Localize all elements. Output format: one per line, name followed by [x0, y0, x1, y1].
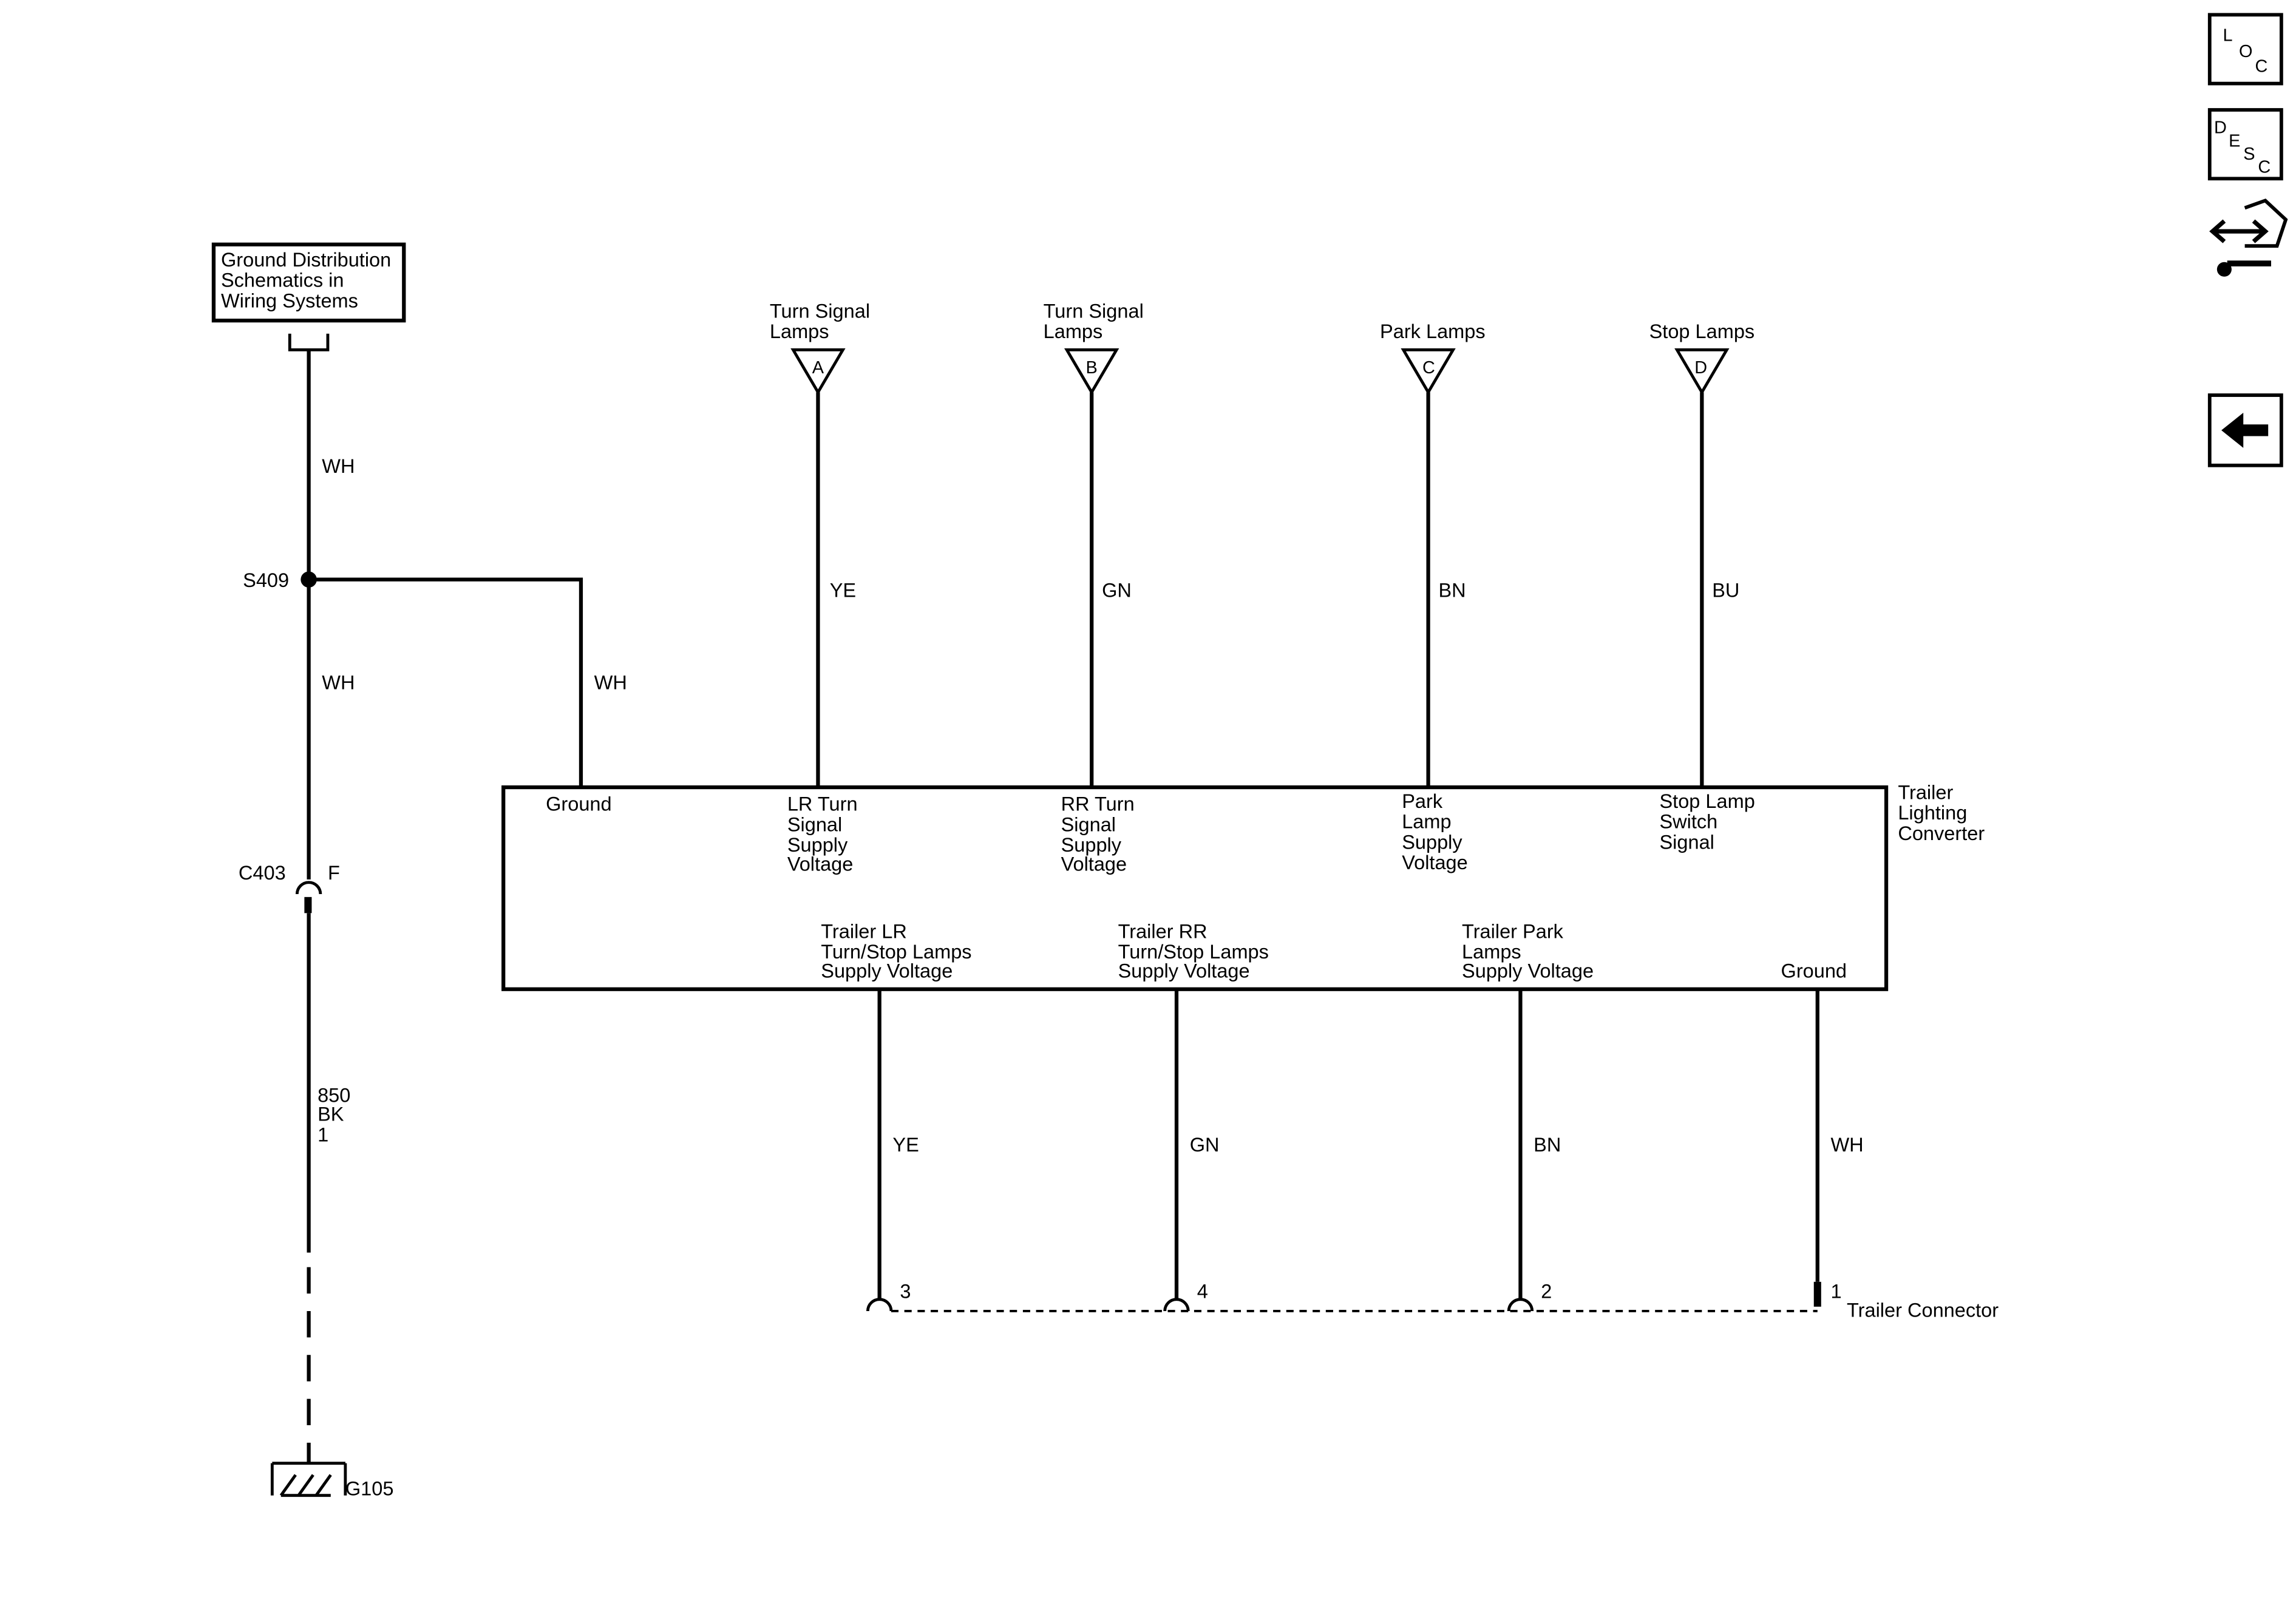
input-b-title-2: Lamps: [1044, 320, 1103, 342]
wire-color-out-2: BN: [1533, 1134, 1561, 1156]
wire-spec-line-2: BK: [318, 1103, 344, 1125]
input-d-title-1: Stop Lamps: [1649, 320, 1755, 342]
converter-pin-rr-2: Signal: [1061, 813, 1116, 835]
input-b-title-1: Turn Signal: [1044, 300, 1144, 322]
desc-letter-c: C: [2258, 158, 2271, 177]
converter-pin-park-3: Supply: [1402, 831, 1462, 853]
converter-pin-park-2: Lamp: [1402, 811, 1451, 833]
converter-out-lr-1: Trailer LR: [821, 920, 907, 942]
converter-pin-lr-2: Signal: [787, 813, 842, 835]
input-a-title-1: Turn Signal: [770, 300, 870, 322]
loc-letter-o: O: [2239, 42, 2252, 61]
connector-tool-icon[interactable]: [2209, 198, 2288, 277]
back-arrow-icon[interactable]: [2207, 393, 2283, 467]
input-d-letter: D: [1694, 358, 1707, 378]
loc-button[interactable]: L O C: [2207, 13, 2283, 86]
trailer-conn-pin-4: 4: [1197, 1280, 1208, 1302]
loc-letter-l: L: [2223, 26, 2232, 46]
trailer-conn-pin-2-arc: [1507, 1298, 1534, 1312]
converter-name-1: Trailer: [1898, 781, 1953, 803]
desc-letter-s: S: [2243, 144, 2255, 164]
wire-color-ground-lower: WH: [322, 672, 355, 694]
converter-out-rr-1: Trailer RR: [1118, 920, 1207, 942]
wire-spec-line-1: 850: [318, 1084, 350, 1106]
wire-color-out-1: WH: [1830, 1134, 1863, 1156]
ground-distribution-ref-box[interactable]: [211, 242, 406, 323]
converter-name-3: Converter: [1898, 822, 1985, 844]
converter-out-park-3: Supply Voltage: [1462, 960, 1594, 981]
trailer-conn-pin-3: 3: [900, 1280, 911, 1302]
c403-male-pin: [304, 897, 312, 914]
trailer-conn-pin-3-arc: [866, 1298, 893, 1312]
c403-pin: F: [328, 862, 340, 884]
converter-pin-stop-1: Stop Lamp: [1659, 790, 1754, 812]
desc-letter-d: D: [2214, 118, 2227, 138]
converter-pin-rr-4: Voltage: [1061, 853, 1127, 875]
converter-pin-rr-1: RR Turn: [1061, 793, 1135, 815]
converter-out-rr-2: Turn/Stop Lamps: [1118, 941, 1269, 963]
loc-letter-c: C: [2255, 56, 2268, 76]
input-b-letter: B: [1086, 358, 1098, 378]
converter-pin-park-1: Park: [1402, 790, 1443, 812]
desc-button[interactable]: D E S C: [2207, 108, 2283, 181]
converter-out-lr-3: Supply Voltage: [821, 960, 953, 981]
wire-color-input-a: YE: [830, 580, 856, 602]
input-c-title-1: Park Lamps: [1380, 320, 1486, 342]
wire-color-ground-upper: WH: [322, 455, 355, 477]
wire-color-out-4: GN: [1190, 1134, 1220, 1156]
ground-ref-line-1: Ground Distribution: [221, 249, 391, 271]
c403-female-arc: [295, 881, 322, 895]
input-c-terminal-icon: [1401, 348, 1456, 395]
trailer-conn-pin-2: 2: [1541, 1280, 1552, 1302]
converter-pin-stop-2: Switch: [1659, 811, 1717, 833]
converter-name-2: Lighting: [1898, 802, 1967, 824]
converter-out-lr-2: Turn/Stop Lamps: [821, 941, 971, 963]
c403-label: C403: [239, 862, 286, 884]
converter-out-park-1: Trailer Park: [1462, 920, 1564, 942]
input-b-terminal-icon: [1064, 348, 1119, 395]
input-a-title-2: Lamps: [770, 320, 829, 342]
input-d-terminal-icon: [1674, 348, 1730, 395]
converter-pin-stop-3: Signal: [1659, 831, 1714, 853]
converter-out-park-2: Lamps: [1462, 941, 1521, 963]
ground-symbol-g105: [270, 1462, 347, 1497]
trailer-conn-pin-1: 1: [1830, 1280, 1841, 1302]
wire-color-input-c: BN: [1438, 580, 1466, 602]
branch-wire: [308, 577, 583, 788]
ground-g105-label: G105: [345, 1478, 394, 1500]
input-c-letter: C: [1422, 358, 1435, 378]
wire-color-out-3: YE: [892, 1134, 919, 1156]
input-a-letter: A: [812, 358, 824, 378]
converter-pin-lr-3: Supply: [787, 834, 848, 856]
ground-ref-line-2: Schematics in: [221, 270, 344, 291]
converter-box: [501, 785, 1889, 991]
wire-spec-line-3: 1: [318, 1124, 328, 1145]
converter-pin-ground-top: Ground: [546, 793, 612, 815]
wire-color-input-b: GN: [1102, 580, 1132, 602]
converter-pin-lr-1: LR Turn: [787, 793, 858, 815]
wire-color-input-d: BU: [1712, 580, 1739, 602]
input-a-terminal-icon: [790, 348, 846, 395]
converter-pin-lr-4: Voltage: [787, 853, 854, 875]
desc-letter-e: E: [2229, 131, 2240, 151]
ground-ref-bracket: [288, 333, 330, 351]
trailer-conn-pin-4-arc: [1163, 1298, 1190, 1312]
trailer-connector-label: Trailer Connector: [1847, 1300, 1999, 1321]
converter-pin-park-4: Voltage: [1402, 852, 1468, 873]
converter-out-ground: Ground: [1781, 960, 1847, 981]
trailer-conn-pin-1-male: [1813, 1281, 1821, 1307]
ground-ref-line-3: Wiring Systems: [221, 290, 358, 311]
converter-pin-rr-3: Supply: [1061, 834, 1122, 856]
splice-s409-label: S409: [243, 569, 289, 591]
converter-out-rr-3: Supply Voltage: [1118, 960, 1250, 981]
wire-color-branch: WH: [594, 672, 627, 694]
